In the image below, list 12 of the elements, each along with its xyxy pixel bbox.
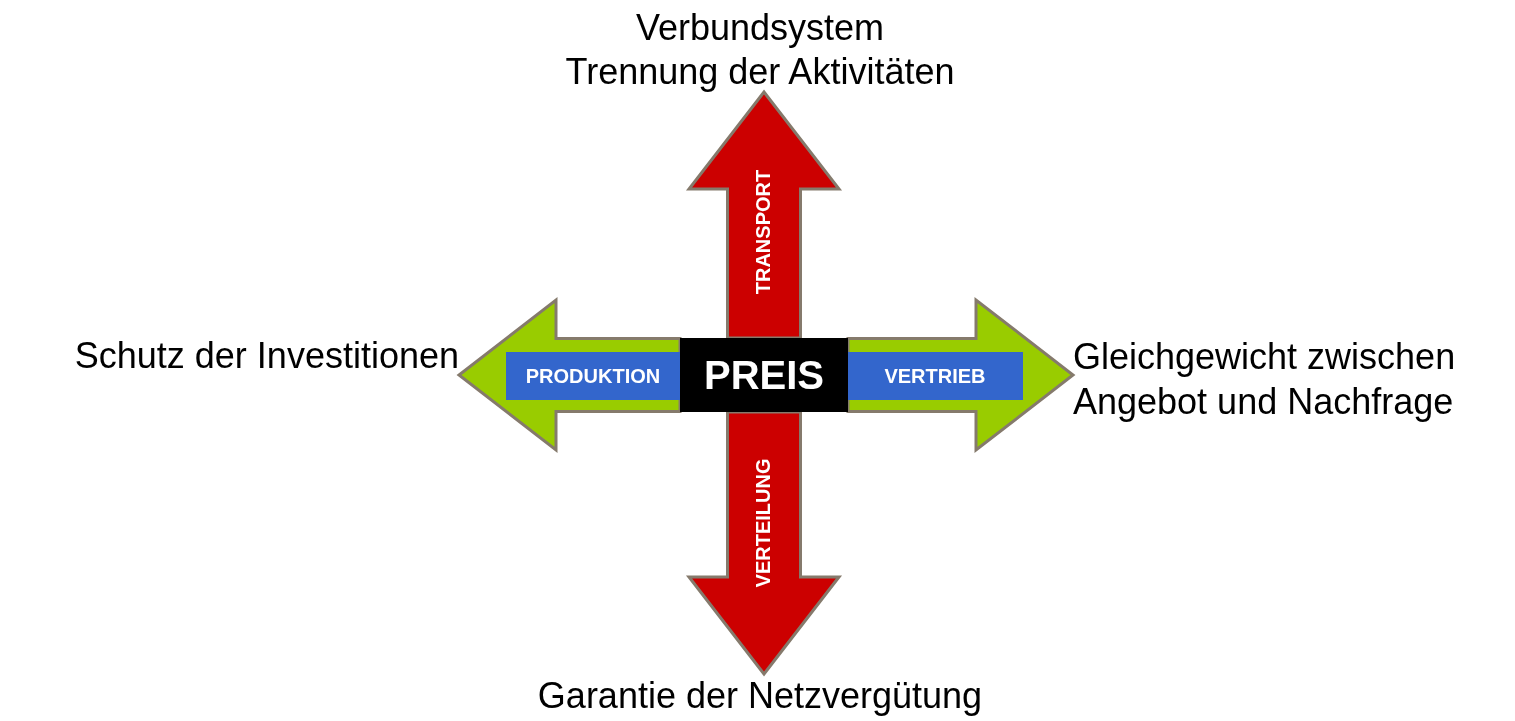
outer-label: Trennung der Aktivitäten — [565, 50, 955, 94]
edge-label: TRANSPORT — [751, 168, 775, 297]
block-arrow — [685, 89, 843, 340]
center-box: PREIS — [680, 338, 848, 412]
outer-label: Schutz der Investitionen — [74, 335, 459, 376]
edge-label: VERTEILUNG — [751, 457, 775, 590]
edge-label: PRODUKTION — [505, 352, 681, 400]
edge-label: VERTRIEB — [847, 352, 1023, 400]
outer-label: Verbundsystem — [635, 6, 885, 50]
outer-label: Garantie der Netzvergütung — [537, 675, 983, 716]
outer-label: Gleichgewicht zwischen Angebot und Nachfrage — [1073, 336, 1456, 422]
block-arrow — [685, 410, 843, 677]
